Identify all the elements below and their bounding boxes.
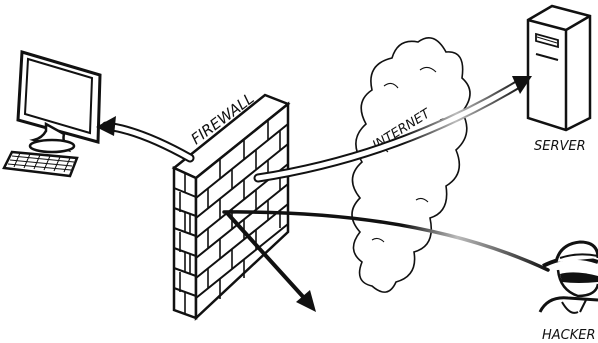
blocked-arrow bbox=[226, 212, 316, 312]
computer-monitor-icon bbox=[16, 50, 102, 154]
hacker-icon bbox=[538, 240, 598, 314]
hacker-label: HACKER bbox=[542, 328, 596, 343]
arrow-to-server bbox=[253, 76, 532, 183]
hacker-connection-line bbox=[222, 210, 550, 272]
server-label: SERVER bbox=[534, 139, 586, 154]
server-tower-icon bbox=[526, 4, 592, 132]
keyboard-icon bbox=[2, 150, 79, 178]
firewall-brick-wall-icon bbox=[171, 93, 291, 321]
internet-cloud-icon bbox=[351, 36, 471, 293]
arrow-to-computer bbox=[96, 116, 195, 163]
